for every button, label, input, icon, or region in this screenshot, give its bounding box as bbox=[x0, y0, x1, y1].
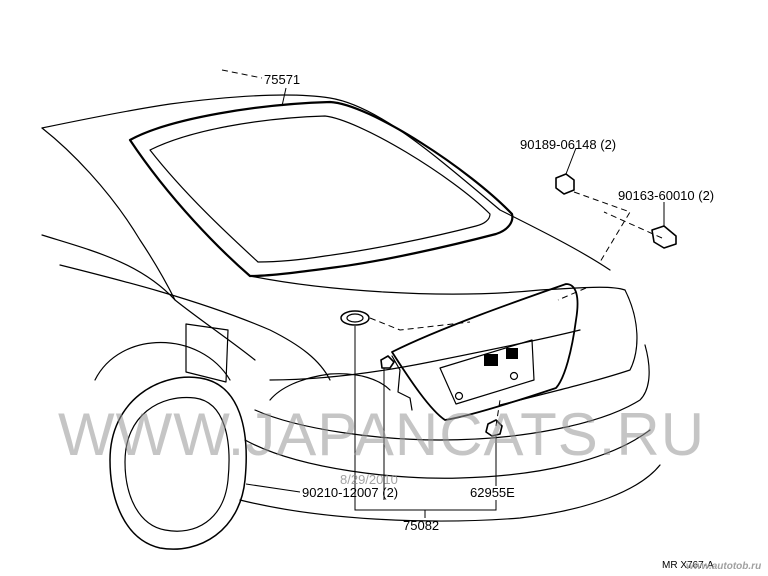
bumper-upper bbox=[254, 344, 650, 441]
clip-62955e bbox=[485, 419, 503, 437]
tire-outer bbox=[109, 376, 247, 550]
leader-gasket-dash bbox=[369, 317, 471, 331]
date-stamp: 8/29/2010 bbox=[340, 472, 398, 487]
leader-panel-dash bbox=[557, 287, 587, 301]
leader-90189 bbox=[565, 147, 577, 175]
illustration-id: MR X767-A bbox=[662, 560, 714, 571]
tail-lamp-left bbox=[269, 373, 391, 401]
panel-bracket bbox=[391, 355, 413, 411]
body-side-line bbox=[41, 234, 256, 361]
body-side-upper bbox=[41, 127, 176, 301]
panel-screw-left bbox=[454, 391, 464, 401]
leader-75571-dash bbox=[221, 69, 263, 79]
fuel-door bbox=[185, 323, 229, 383]
tire-inner bbox=[124, 396, 230, 532]
bumper-lower bbox=[244, 429, 651, 479]
emblem-gasket-inner bbox=[346, 313, 364, 323]
screw-90210 bbox=[380, 355, 395, 369]
leader-75571 bbox=[281, 87, 287, 107]
trunk-lid bbox=[249, 275, 638, 406]
panel-screw-right bbox=[509, 371, 519, 381]
part-label-90163-60010: 90163-60010 (2) bbox=[618, 188, 715, 203]
watermark-text: WWW.JAPANCATS.RU bbox=[58, 401, 706, 468]
site-watermark: www.autotob.ru bbox=[686, 561, 762, 572]
rear-window-inner bbox=[149, 115, 491, 263]
bumper-bottom bbox=[239, 464, 661, 522]
part-label-90189-06148: 90189-06148 (2) bbox=[520, 137, 617, 152]
emblem-gasket bbox=[340, 310, 370, 326]
rear-window-outer bbox=[128, 100, 514, 278]
part-label-75082: 75082 bbox=[403, 518, 440, 533]
part-label-75571: 75571 bbox=[264, 72, 301, 87]
leader-label-90210 bbox=[245, 483, 301, 493]
leader-75082-bracket bbox=[354, 500, 497, 511]
rear-quarter bbox=[59, 264, 331, 381]
nut-90189 bbox=[555, 173, 575, 195]
roof-line bbox=[41, 94, 611, 271]
bolt-90163 bbox=[651, 225, 677, 249]
leader-clip-dash bbox=[495, 399, 501, 427]
license-mark-2 bbox=[506, 348, 518, 359]
license-recess bbox=[439, 339, 535, 405]
license-mark-1 bbox=[484, 354, 498, 366]
leader-bolt-dash bbox=[603, 211, 663, 239]
trunk-edge bbox=[269, 329, 581, 381]
part-label-62955e: 62955E bbox=[470, 485, 515, 500]
wheel-arch bbox=[94, 341, 231, 381]
garnish-panel bbox=[391, 283, 579, 421]
part-label-90210-12007: 90210-12007 (2) bbox=[302, 485, 399, 500]
